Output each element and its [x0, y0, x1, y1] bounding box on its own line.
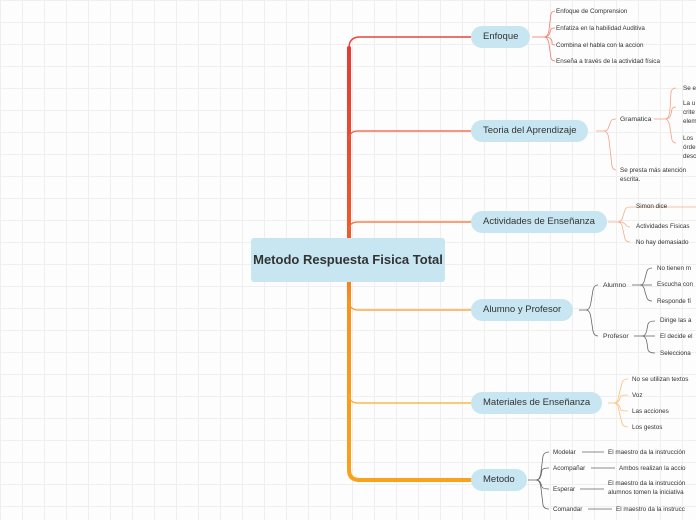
subtopic[interactable]: No se utilizan textos: [632, 376, 689, 383]
trunk-line: [348, 36, 471, 49]
subtopic[interactable]: Escucha con: [657, 281, 694, 288]
subtopic[interactable]: Enseña a través de la actividad física: [556, 58, 660, 65]
subtopic[interactable]: Se presta más atención escrita.: [620, 167, 687, 183]
subtopic[interactable]: El maestro da la instrucción: [608, 449, 686, 456]
subtopic[interactable]: Las acciones: [632, 408, 669, 415]
subtopic[interactable]: Voz: [632, 392, 643, 399]
subtopic[interactable]: Combina el habla con la accion: [556, 42, 644, 49]
subtopic[interactable]: Se e: [683, 85, 696, 92]
root-topic[interactable]: Metodo Respuesta Fisica Total: [251, 238, 445, 282]
subtopic-gramatica[interactable]: Gramatica: [620, 116, 652, 123]
subtopic[interactable]: Ambos realizan la accio: [619, 465, 686, 472]
topic-alumno-y-profesor[interactable]: Alumno y Profesor: [471, 299, 574, 321]
subtopic[interactable]: Los órde desc: [683, 135, 696, 160]
subtopic-comandar[interactable]: Comandar: [553, 506, 583, 513]
topic-materiales-de-ensenanza[interactable]: Materiales de Enseñanza: [471, 392, 603, 414]
topic-teoria-del-aprendizaje[interactable]: Teoria del Aprendizaje: [471, 120, 589, 142]
subtopic[interactable]: El maestro da la instrucc: [616, 506, 685, 513]
subtopic[interactable]: El maestro da la instrucción alumnos tom…: [608, 480, 686, 496]
subtopic-acompanar[interactable]: Acompañar: [553, 465, 586, 472]
subtopic[interactable]: No hay demasiado: [636, 239, 689, 246]
subtopic[interactable]: Enfoque de Comprension: [556, 8, 628, 15]
trunk-line: [347, 46, 473, 482]
subtopic-profesor[interactable]: Profesor: [603, 333, 629, 340]
subtopic[interactable]: Selecciona: [660, 350, 691, 357]
subtopic[interactable]: Dirige las a: [660, 317, 692, 324]
subtopic-alumno[interactable]: Alumno: [603, 282, 627, 289]
subtopic-esperar[interactable]: Esperar: [553, 486, 576, 493]
topic-enfoque[interactable]: Enfoque: [471, 26, 531, 48]
subtopic[interactable]: No tienen m: [657, 265, 691, 272]
subtopic[interactable]: Enfatiza en la habilidad Auditiva: [556, 25, 645, 32]
topic-actividades-de-ensenanza[interactable]: Actividades de Enseñanza: [471, 211, 607, 233]
subtopic[interactable]: Simon dice: [636, 203, 668, 210]
subtopic[interactable]: Los gestos: [632, 424, 663, 431]
subtopic[interactable]: El decide el: [660, 333, 693, 340]
subtopic[interactable]: La u crite elem: [683, 100, 696, 125]
subtopic[interactable]: Responde fí: [657, 298, 691, 305]
subtopic-modelar[interactable]: Modelar: [553, 449, 576, 456]
topic-metodo[interactable]: Metodo: [471, 469, 527, 491]
subtopic[interactable]: Actividades Fisicas: [636, 223, 690, 230]
